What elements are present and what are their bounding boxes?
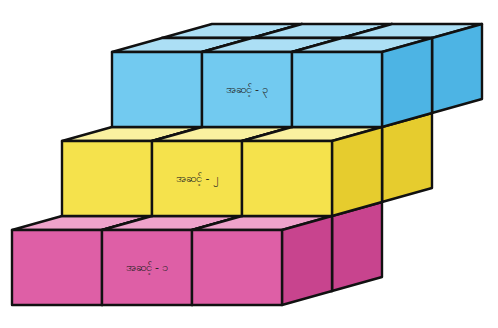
block-front-face: [292, 52, 382, 127]
block-side-face: [382, 38, 432, 127]
block-side-face: [382, 113, 432, 202]
block-front-face: [202, 52, 292, 127]
block-front-face: [102, 230, 192, 305]
block-front-face: [152, 141, 242, 216]
block-side-face: [332, 127, 382, 216]
block-front-face: [12, 230, 102, 305]
block-side-face: [432, 24, 482, 113]
block-front-face: [192, 230, 282, 305]
layer-label: အဆင့် - ၁: [126, 260, 169, 276]
block-front-face: [242, 141, 332, 216]
block-front-face: [112, 52, 202, 127]
block-front-face: [62, 141, 152, 216]
layer-label: အဆင့် - ၃: [226, 82, 269, 98]
layer-label: အဆင့် - ၂: [176, 171, 218, 187]
block-side-face: [332, 202, 382, 291]
block-side-face: [282, 216, 332, 305]
